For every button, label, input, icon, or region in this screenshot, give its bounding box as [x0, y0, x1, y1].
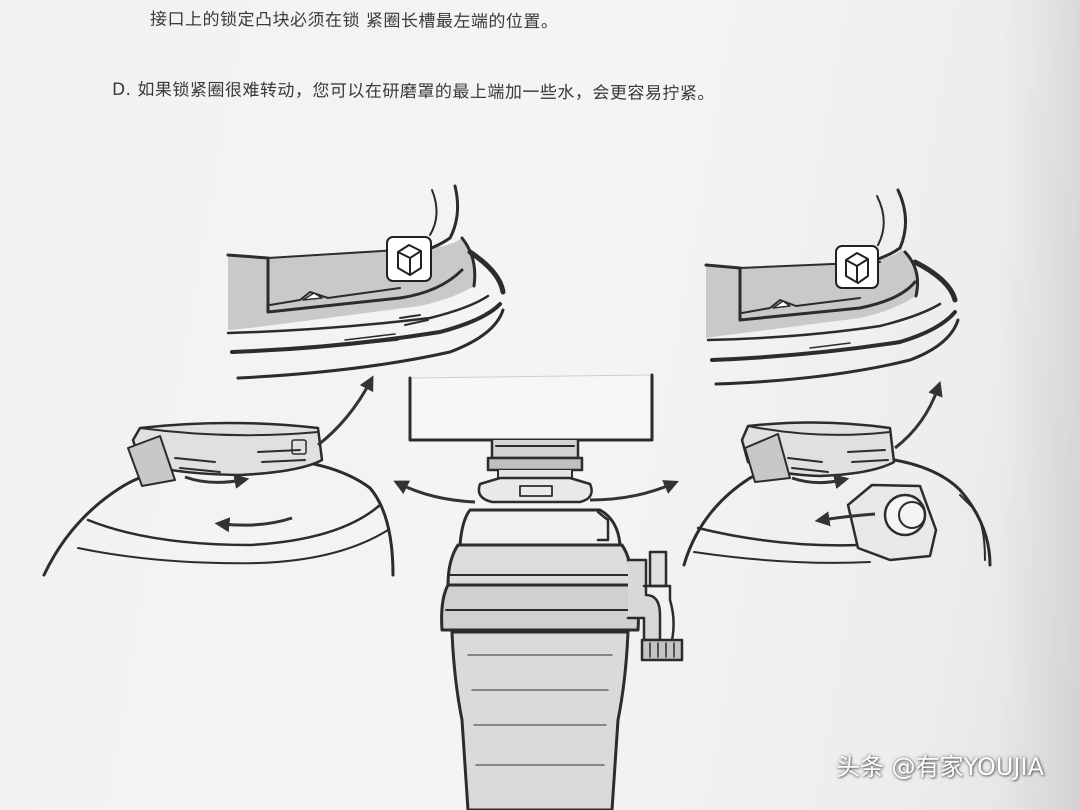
left-rotate-arrow-upper: [184, 474, 250, 489]
right-lock-tab-icon: [835, 245, 879, 289]
page-edge-shadow: [1000, 0, 1080, 810]
left-callout-arrow: [317, 375, 374, 447]
watermark: 头条 @有家YOUJIA: [835, 753, 1044, 781]
center-rotate-arrow-left: [393, 480, 476, 504]
left-disposer-unit: [42, 421, 395, 577]
right-callout-arrow: [894, 380, 943, 450]
center-sink-and-disposer: [408, 373, 684, 810]
right-rotate-arrow-upper: [791, 474, 850, 489]
center-rotate-arrow-right: [589, 480, 679, 502]
right-disposer-unit: [682, 421, 992, 567]
left-rotate-arrow-lower: [214, 516, 293, 533]
left-detail-callout: [226, 184, 506, 380]
right-detail-callout: [704, 188, 960, 386]
right-rotate-arrow-lower: [814, 511, 876, 527]
left-lock-tab-icon: [386, 236, 432, 282]
